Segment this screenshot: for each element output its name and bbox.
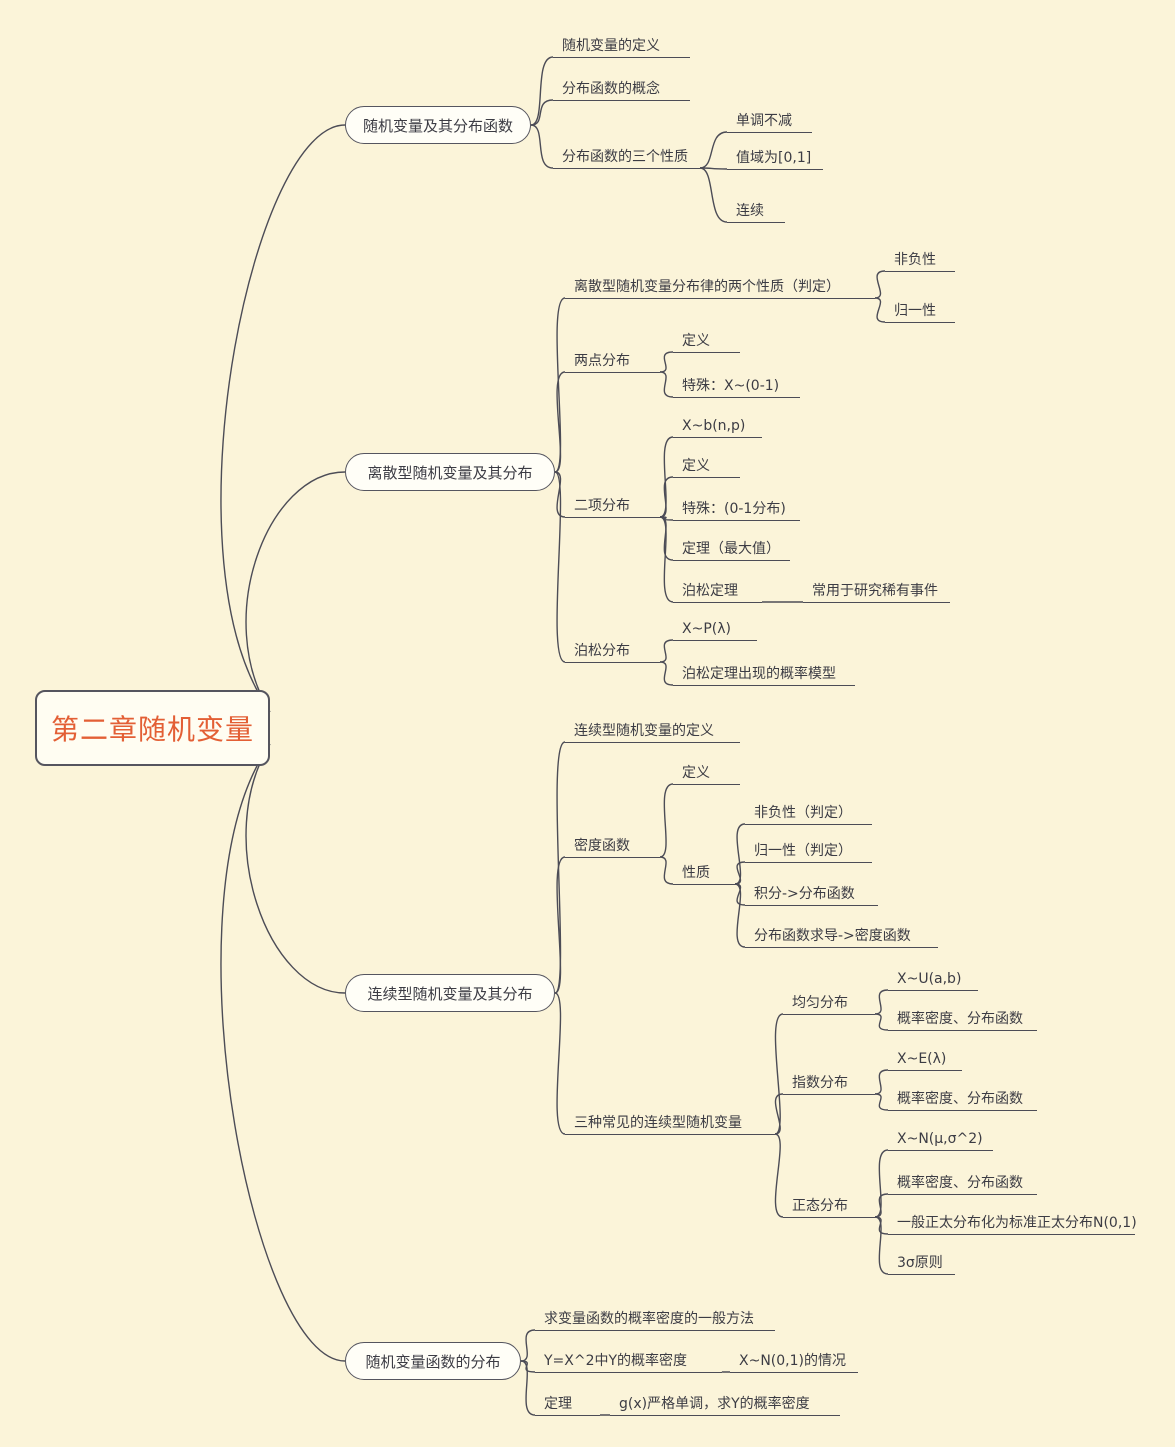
topic-density-normalization[interactable]: 归一性（判定） [745,841,872,863]
topic-rv-definition[interactable]: 随机变量的定义 [553,36,690,58]
topic-density-function[interactable]: 密度函数 [565,836,660,858]
topic-binomial-notation[interactable]: X~b(n,p) [673,416,762,438]
branch-discrete-rv[interactable]: 离散型随机变量及其分布 [345,453,555,491]
topic-continuous-rv-definition[interactable]: 连续型随机变量的定义 [565,721,740,743]
topic-uniform-notation[interactable]: X~U(a,b) [888,969,978,991]
topic-exponential-distribution[interactable]: 指数分布 [783,1073,875,1095]
topic-two-point-definition[interactable]: 定义 [673,331,740,353]
topic-nonnegativity[interactable]: 非负性 [885,250,955,272]
branch-rv-function-distribution[interactable]: 随机变量函数的分布 [345,1342,521,1380]
topic-range-0-1[interactable]: 值域为[0,1] [727,148,823,170]
topic-normal-case[interactable]: X~N(0,1)的情况 [730,1351,858,1373]
topic-cdf-three-properties[interactable]: 分布函数的三个性质 [553,147,700,169]
topic-uniform-distribution[interactable]: 均匀分布 [783,993,875,1015]
branch-continuous-rv[interactable]: 连续型随机变量及其分布 [345,974,555,1012]
topic-cdf-derivative-to-density[interactable]: 分布函数求导->密度函数 [745,926,938,948]
topic-cdf-concept[interactable]: 分布函数的概念 [553,79,690,101]
topic-exponential-notation[interactable]: X~E(λ) [888,1049,962,1071]
topic-density-definition[interactable]: 定义 [673,763,740,785]
topic-three-sigma-rule[interactable]: 3σ原则 [888,1253,955,1275]
topic-normalization[interactable]: 归一性 [885,301,955,323]
topic-monotone-g-method[interactable]: g(x)严格单调，求Y的概率密度 [610,1394,840,1416]
topic-general-method[interactable]: 求变量函数的概率密度的一般方法 [535,1309,775,1331]
topic-poisson-theorem[interactable]: 泊松定理 [673,581,762,603]
topic-monotone-nondecreasing[interactable]: 单调不减 [727,111,812,133]
topic-binomial-definition[interactable]: 定义 [673,456,740,478]
topic-poisson-notation[interactable]: X~P(λ) [673,619,757,641]
topic-normal-pdf-cdf[interactable]: 概率密度、分布函数 [888,1173,1037,1195]
topic-density-nonnegativity[interactable]: 非负性（判定） [745,803,872,825]
topic-normal-notation[interactable]: X~N(μ,σ^2) [888,1129,993,1151]
topic-poisson-distribution[interactable]: 泊松分布 [565,641,660,663]
topic-binomial-special[interactable]: 特殊：(0-1分布) [673,499,800,521]
topic-two-point-special[interactable]: 特殊：X~(0-1) [673,376,800,398]
topic-integral-to-cdf[interactable]: 积分->分布函数 [745,884,878,906]
topic-rare-events-note[interactable]: 常用于研究稀有事件 [803,581,950,603]
topic-standardization[interactable]: 一般正太分布化为标准正太分布N(0,1) [888,1213,1137,1235]
topic-binomial-distribution[interactable]: 二项分布 [565,496,660,518]
topic-uniform-pdf-cdf[interactable]: 概率密度、分布函数 [888,1009,1037,1031]
topic-two-point-distribution[interactable]: 两点分布 [565,351,660,373]
topic-exponential-pdf-cdf[interactable]: 概率密度、分布函数 [888,1089,1037,1111]
topic-normal-distribution[interactable]: 正态分布 [783,1196,875,1218]
topic-binomial-max-theorem[interactable]: 定理（最大值） [673,539,790,561]
topic-poisson-model[interactable]: 泊松定理出现的概率模型 [673,664,855,686]
topic-three-common-continuous[interactable]: 三种常见的连续型随机变量 [565,1113,775,1135]
branch-rv-and-distribution-function[interactable]: 随机变量及其分布函数 [345,106,531,144]
topic-continuity[interactable]: 连续 [727,201,785,223]
topic-density-properties[interactable]: 性质 [673,863,735,885]
topic-theorem[interactable]: 定理 [535,1394,600,1416]
root-topic-chapter2-random-variables[interactable]: 第二章随机变量 [35,690,270,766]
topic-y-x-squared[interactable]: Y=X^2中Y的概率密度 [535,1351,722,1373]
topic-discrete-law-two-properties[interactable]: 离散型随机变量分布律的两个性质（判定） [565,277,875,299]
